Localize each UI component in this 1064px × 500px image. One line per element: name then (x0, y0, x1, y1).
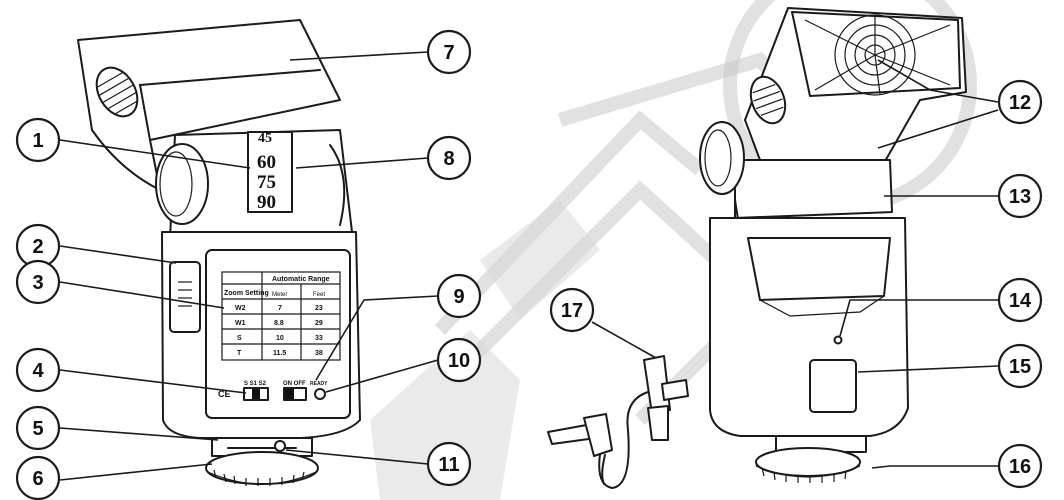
svg-text:13: 13 (1009, 186, 1031, 208)
mounting-foot-ring (205, 451, 319, 485)
svg-text:2: 2 (32, 236, 43, 258)
svg-text:8.8: 8.8 (274, 320, 284, 327)
svg-text:12: 12 (1009, 92, 1031, 114)
callout-6: 6 (15, 455, 61, 500)
svg-text:Meter: Meter (272, 292, 287, 298)
flash-rear (699, 7, 967, 483)
svg-text:Automatic Range: Automatic Range (272, 276, 330, 283)
svg-text:10: 10 (448, 350, 470, 372)
svg-text:45: 45 (258, 131, 272, 146)
svg-text:CE: CE (218, 389, 231, 399)
svg-text:9: 9 (453, 286, 464, 308)
svg-text:6: 6 (32, 468, 43, 490)
svg-text:11: 11 (438, 454, 459, 476)
svg-text:READY: READY (310, 381, 328, 387)
svg-text:W2: W2 (235, 305, 246, 312)
sync-cord (547, 355, 689, 489)
callout-16: 16 (997, 443, 1043, 489)
tilt-knob (155, 143, 209, 225)
svg-text:1: 1 (32, 130, 43, 152)
svg-text:3: 3 (32, 272, 43, 294)
svg-text:33: 33 (315, 335, 323, 342)
svg-text:17: 17 (561, 300, 583, 322)
callout-15: 15 (997, 343, 1043, 389)
watermark (370, 0, 977, 500)
callout-1: 1 (15, 117, 61, 163)
svg-text:W1: W1 (235, 320, 246, 327)
callout-12: 12 (997, 79, 1043, 125)
flash-head-front (77, 19, 341, 191)
svg-text:10: 10 (276, 335, 284, 342)
svg-text:16: 16 (1009, 456, 1031, 478)
svg-text:8: 8 (443, 148, 454, 170)
svg-text:4: 4 (32, 360, 44, 382)
callout-3: 3 (15, 259, 61, 305)
svg-text:29: 29 (315, 320, 323, 327)
callout-11: 11 (426, 441, 472, 487)
svg-text:11.5: 11.5 (273, 350, 286, 357)
svg-text:7: 7 (278, 305, 282, 312)
svg-text:T: T (237, 350, 242, 357)
callout-9: 9 (436, 273, 482, 319)
svg-text:S S1 S2: S S1 S2 (244, 381, 267, 387)
zoom-75: 75 (257, 172, 276, 193)
test-hole (833, 335, 843, 345)
callout-5: 5 (15, 405, 61, 451)
svg-text:Feet: Feet (313, 292, 325, 298)
svg-text:15: 15 (1009, 356, 1031, 378)
svg-text:23: 23 (315, 305, 323, 312)
rear-mounting-ring (755, 447, 861, 477)
flash-front: 45 60 75 90 Zoom Setting (77, 19, 361, 486)
rear-side-grill-icon (749, 75, 787, 125)
svg-text:14: 14 (1009, 290, 1032, 312)
range-table: Zoom Setting Automatic Range Meter Feet … (221, 271, 341, 361)
ready-lamp (314, 388, 326, 400)
leader-lines (59, 51, 999, 481)
svg-text:Zoom Setting: Zoom Setting (224, 290, 269, 297)
callout-13: 13 (997, 173, 1043, 219)
svg-text:S: S (237, 335, 242, 342)
svg-text:ON OFF: ON OFF (283, 381, 306, 387)
zoom-90: 90 (257, 192, 276, 213)
test-button (809, 359, 857, 413)
callout-17: 17 (549, 287, 595, 333)
svg-text:38: 38 (315, 350, 323, 357)
rear-tilt-knob (699, 121, 745, 195)
callout-7: 7 (426, 29, 472, 75)
callout-10: 10 (436, 337, 482, 383)
callout-4: 4 (15, 347, 61, 393)
svg-text:7: 7 (443, 42, 454, 64)
callout-8: 8 (426, 135, 472, 181)
svg-text:5: 5 (32, 418, 43, 440)
callout-14: 14 (997, 277, 1043, 323)
fresnel-pattern (804, 14, 951, 96)
zoom-60: 60 (257, 152, 276, 173)
